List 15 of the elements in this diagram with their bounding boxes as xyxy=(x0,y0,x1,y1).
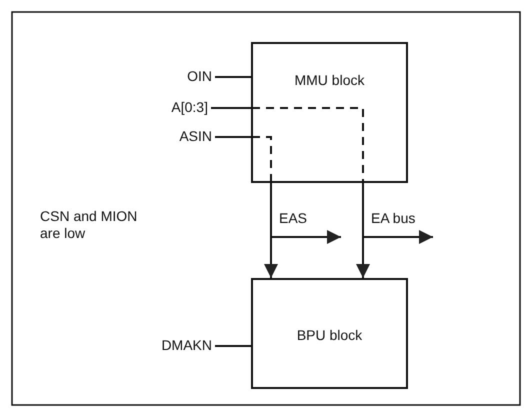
signal-name: A[0:3] xyxy=(171,99,208,116)
signal-line xyxy=(356,183,370,278)
function-block xyxy=(251,42,408,183)
signal-name: ASIN xyxy=(179,128,212,145)
block-title: BPU block xyxy=(296,326,364,344)
block-title: MMU block xyxy=(293,72,366,89)
signal-name: OIN xyxy=(187,68,212,85)
condition-note: CSN and MION are low xyxy=(40,208,138,242)
signal-line xyxy=(211,107,251,109)
function-block xyxy=(251,278,408,389)
signal-line xyxy=(215,136,251,138)
signal-line xyxy=(264,183,278,278)
signal-line xyxy=(215,76,251,78)
signal-name: DMAKN xyxy=(161,337,212,354)
signal-line xyxy=(215,345,251,347)
